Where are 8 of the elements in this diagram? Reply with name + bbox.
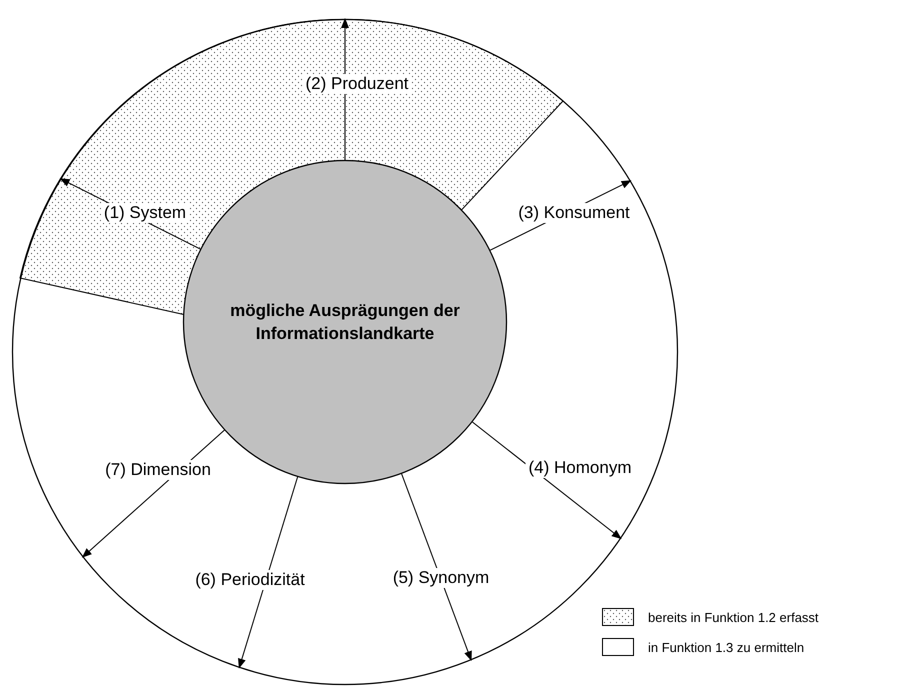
edge-label: (1) System — [100, 203, 190, 223]
arrow — [238, 476, 298, 669]
legend-label: in Funktion 1.3 zu ermitteln — [648, 640, 804, 654]
legend-label: bereits in Funktion 1.2 erfasst — [648, 610, 819, 624]
center-label: mögliche Ausprägungen der Informationslandkarte — [229, 300, 461, 345]
edge-label: (2) Produzent — [302, 74, 412, 94]
arrow — [472, 422, 622, 540]
arrow — [401, 473, 472, 662]
